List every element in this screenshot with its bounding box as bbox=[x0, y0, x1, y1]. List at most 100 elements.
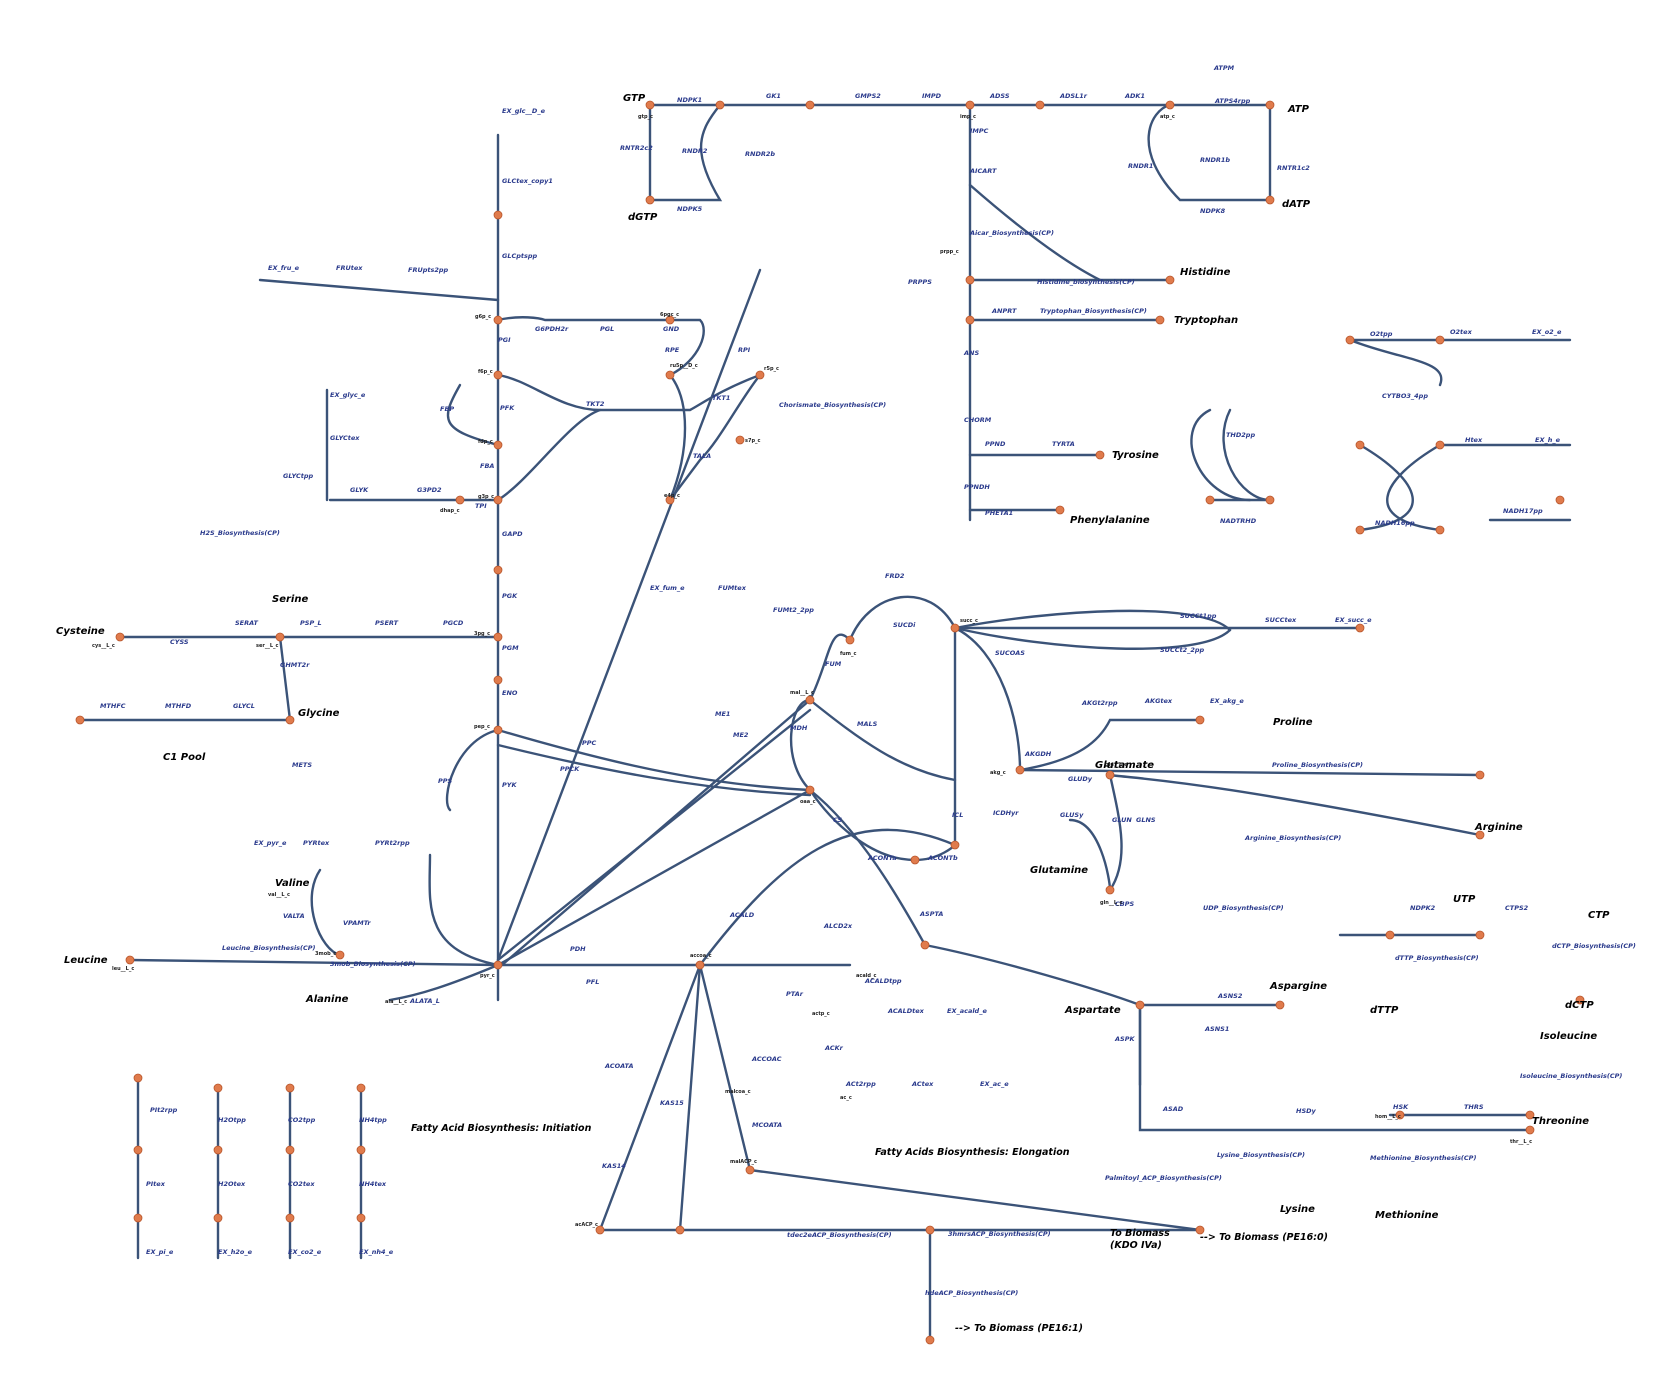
rxn-ackr: ACKr bbox=[824, 1044, 844, 1052]
rxn-pyrtex: PYRtex bbox=[303, 839, 330, 847]
label-threonine: Threonine bbox=[1532, 1116, 1589, 1127]
reaction-edges bbox=[78, 103, 1572, 1342]
rxn-gmps: GMPS2 bbox=[855, 92, 881, 100]
met-val: val__L_c bbox=[268, 892, 290, 898]
rxn-glyctpp: GLYCtpp bbox=[283, 472, 313, 480]
rxn-fba: FBA bbox=[480, 462, 494, 470]
rxn-tala: TALA bbox=[693, 452, 711, 460]
rxn-ppck: PPCK bbox=[560, 765, 580, 773]
rxn-prpps: PRPPS bbox=[908, 278, 932, 286]
met-acACP: acACP_c bbox=[575, 1222, 598, 1228]
met-g3p: g3p_c bbox=[478, 494, 494, 500]
rxn-gapd: GAPD bbox=[502, 530, 523, 538]
rxn-psert: PSERT bbox=[375, 619, 399, 627]
rxn-dctp-bio: dCTP_Biosynthesis(CP) bbox=[1552, 942, 1636, 950]
rxn-ex-glc: EX_glc__D_e bbox=[502, 107, 546, 115]
rxn-g3pd2: G3PD2 bbox=[417, 486, 442, 494]
met-pep: pep_c bbox=[474, 724, 490, 730]
rxn-hmrs: 3hmrsACP_Biosynthesis(CP) bbox=[948, 1230, 1051, 1238]
rxn-nadh17: NADH17pp bbox=[1503, 507, 1543, 515]
rxn-ex-ac: EX_ac_e bbox=[980, 1080, 1009, 1088]
rxn-me1: ME1 bbox=[715, 710, 730, 718]
rxn-actex: ACtex bbox=[911, 1080, 934, 1088]
rxn-ppc: PPC bbox=[582, 739, 597, 747]
met-s7p: s7p_c bbox=[745, 438, 761, 444]
met-gln: gln__L_c bbox=[1100, 900, 1123, 906]
rxn-trp-bio: Tryptophan_Biosynthesis(CP) bbox=[1040, 307, 1147, 315]
rxn-sucdi: SUCDi bbox=[893, 621, 916, 629]
label-ctp: CTP bbox=[1588, 910, 1610, 921]
rxn-ppndh: PPNDH bbox=[964, 483, 990, 491]
rxn-pyk: PYK bbox=[502, 781, 517, 789]
met-actp: actp_c bbox=[812, 1011, 830, 1017]
rxn-eno: ENO bbox=[502, 689, 518, 697]
rxn-lys-bio: Lysine_Biosynthesis(CP) bbox=[1217, 1151, 1305, 1159]
rxn-kas14: KAS14 bbox=[602, 1162, 626, 1170]
rxn-serat: SERAT bbox=[235, 619, 259, 627]
rxn-mdh: MDH bbox=[790, 724, 808, 732]
rxn-glun: GLUN bbox=[1112, 816, 1132, 824]
label-utp: UTP bbox=[1453, 894, 1476, 905]
label-dttp: dTTP bbox=[1370, 1005, 1399, 1016]
rxn-mcoata: MCOATA bbox=[752, 1121, 782, 1129]
rxn-tyrta: TYRTA bbox=[1052, 440, 1075, 448]
rxn-ans: ANS bbox=[963, 349, 979, 357]
rxn-chorm: CHORM bbox=[964, 416, 992, 424]
met-malcoa: malcoa_c bbox=[725, 1089, 751, 1095]
rxn-hsk: HSK bbox=[1393, 1103, 1409, 1111]
label-glutamate: Glutamate bbox=[1095, 760, 1154, 771]
rxn-ghmt: GHMT2r bbox=[280, 661, 310, 669]
rxn-ex-nh4: EX_nh4_e bbox=[359, 1248, 394, 1256]
rxn-akgdh: AKGDH bbox=[1024, 750, 1052, 758]
label-fa-init: Fatty Acid Biosynthesis: Initiation bbox=[411, 1123, 592, 1134]
met-acald: acald_c bbox=[856, 973, 877, 979]
label-alanine: Alanine bbox=[305, 994, 349, 1005]
label-glycine: Glycine bbox=[298, 708, 340, 719]
rxn-frd2: FRD2 bbox=[885, 572, 905, 580]
rxn-pyrt: PYRt2rpp bbox=[375, 839, 410, 847]
label-isoleucine: Isoleucine bbox=[1540, 1031, 1597, 1042]
met-akg: akg_c bbox=[990, 770, 1006, 776]
rxn-nadh16: NADH16pp bbox=[1375, 519, 1415, 527]
rxn-mthfd: MTHFD bbox=[165, 702, 192, 710]
met-e4p: e4p_c bbox=[664, 493, 680, 499]
label-gtp: GTP bbox=[623, 93, 646, 104]
rxn-thrs: THRS bbox=[1464, 1103, 1484, 1111]
rxn-alcd2x: ALCD2x bbox=[823, 922, 853, 930]
rxn-pit: PIt2rpp bbox=[150, 1106, 178, 1114]
label-biomass-kdo-1: To Biomass bbox=[1110, 1228, 1170, 1239]
rxn-atps: ATPS4rpp bbox=[1214, 97, 1251, 105]
rxn-ex-h: EX_h_e bbox=[1535, 436, 1561, 444]
label-biomass-pe161: --> To Biomass (PE16:1) bbox=[955, 1323, 1083, 1334]
label-dctp: dCTP bbox=[1565, 1000, 1594, 1011]
rxn-ex-h2o: EX_h2o_e bbox=[218, 1248, 253, 1256]
label-glutamine: Glutamine bbox=[1030, 865, 1088, 876]
rxn-ex-glyc: EX_glyc_e bbox=[330, 391, 366, 399]
rxn-mthfc: MTHFC bbox=[100, 702, 126, 710]
rxn-adsl: ADSL1r bbox=[1059, 92, 1088, 100]
rxn-acoata: ACOATA bbox=[604, 1062, 634, 1070]
rxn-frutex: FRUtex bbox=[336, 264, 363, 272]
rxn-pgk: PGK bbox=[502, 592, 518, 600]
text-labels: GTP dGTP ATP dATP Histidine Tryptophan T… bbox=[56, 64, 1636, 1334]
rxn-o2tpp: O2tpp bbox=[1370, 330, 1393, 338]
label-phenylalanine: Phenylalanine bbox=[1070, 515, 1150, 526]
rxn-hsdy: HSDy bbox=[1296, 1107, 1317, 1115]
met-fdp: fdp_c bbox=[478, 439, 493, 445]
rxn-ptar: PTAr bbox=[786, 990, 804, 998]
rxn-pitex: PItex bbox=[146, 1180, 166, 1188]
rxn-rpe: RPE bbox=[665, 346, 680, 354]
met-imp: imp_c bbox=[960, 114, 976, 120]
rxn-aicar-bio: Aicar_Biosynthesis(CP) bbox=[969, 229, 1054, 237]
rxn-ex-fum: EX_fum_e bbox=[650, 584, 685, 592]
rxn-arg-bio: Arginine_Biosynthesis(CP) bbox=[1244, 834, 1341, 842]
rxn-tkt1: TKT1 bbox=[712, 394, 730, 402]
rxn-nh4tex: NH4tex bbox=[359, 1180, 387, 1188]
label-methionine: Methionine bbox=[1375, 1210, 1439, 1221]
rxn-adk1: ADK1 bbox=[1124, 92, 1145, 100]
rxn-pdh: PDH bbox=[570, 945, 586, 953]
rxn-acaldtex: ACALDtex bbox=[887, 1007, 925, 1015]
met-dhap: dhap_c bbox=[440, 508, 460, 514]
met-fum: fum_c bbox=[840, 651, 856, 657]
rxn-rndr1b: RNDR1b bbox=[1200, 156, 1230, 164]
